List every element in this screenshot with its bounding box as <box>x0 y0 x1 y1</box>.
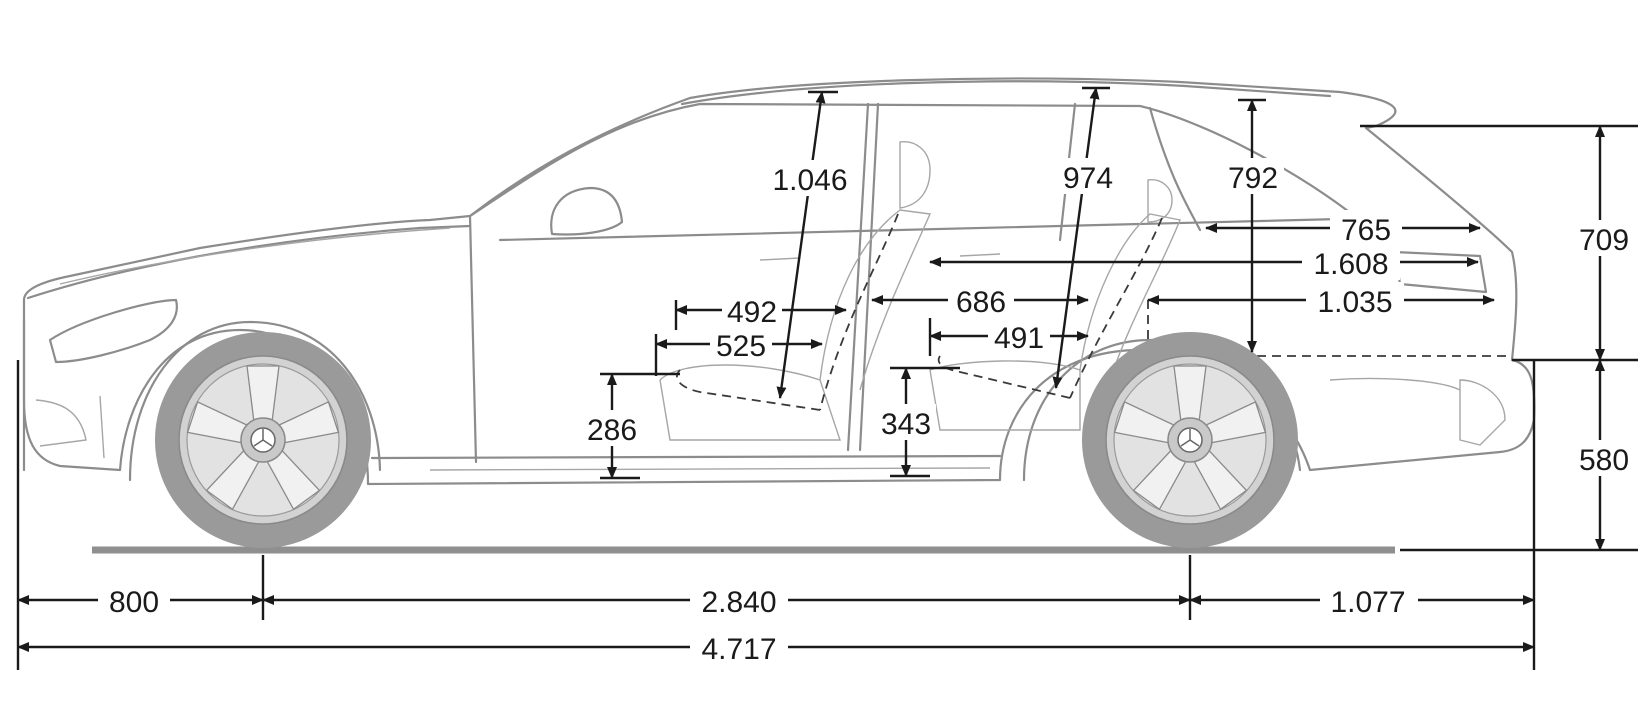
wheelbase-label: 2.840 <box>701 586 776 619</box>
tailgate-height-label: 709 <box>1579 224 1629 257</box>
front-seat-cushion-label: 525 <box>716 330 766 363</box>
front-wheel <box>155 332 371 548</box>
cargo-length-upper-label: 765 <box>1341 214 1391 247</box>
rear-wheel <box>1082 332 1298 548</box>
cargo-length-folded-label: 1.608 <box>1313 248 1388 281</box>
front-overhang-label: 800 <box>109 586 159 619</box>
front-headroom-label: 1.046 <box>772 164 847 197</box>
front-seat-height-label: 286 <box>587 414 637 447</box>
overall-length-label: 4.717 <box>701 633 776 666</box>
dimension-labels: 1.046 974 792 765 1.608 1.035 492 525 68… <box>98 158 1634 666</box>
rear-headroom-dimension <box>1052 87 1100 389</box>
loading-sill-height-label: 580 <box>1579 444 1629 477</box>
front-headroom-dimension <box>776 91 826 399</box>
rear-legroom-label: 686 <box>956 286 1006 319</box>
rear-headroom-label: 974 <box>1063 162 1113 195</box>
cargo-height-label: 792 <box>1228 162 1278 195</box>
front-seat-depth-label: 492 <box>727 296 777 329</box>
rear-seat-height-label: 343 <box>881 408 931 441</box>
car-side-view <box>22 77 1536 554</box>
rear-overhang-label: 1.077 <box>1330 586 1405 619</box>
cargo-length-floor-label: 1.035 <box>1317 286 1392 319</box>
rear-seat-cushion-label: 491 <box>994 322 1044 355</box>
